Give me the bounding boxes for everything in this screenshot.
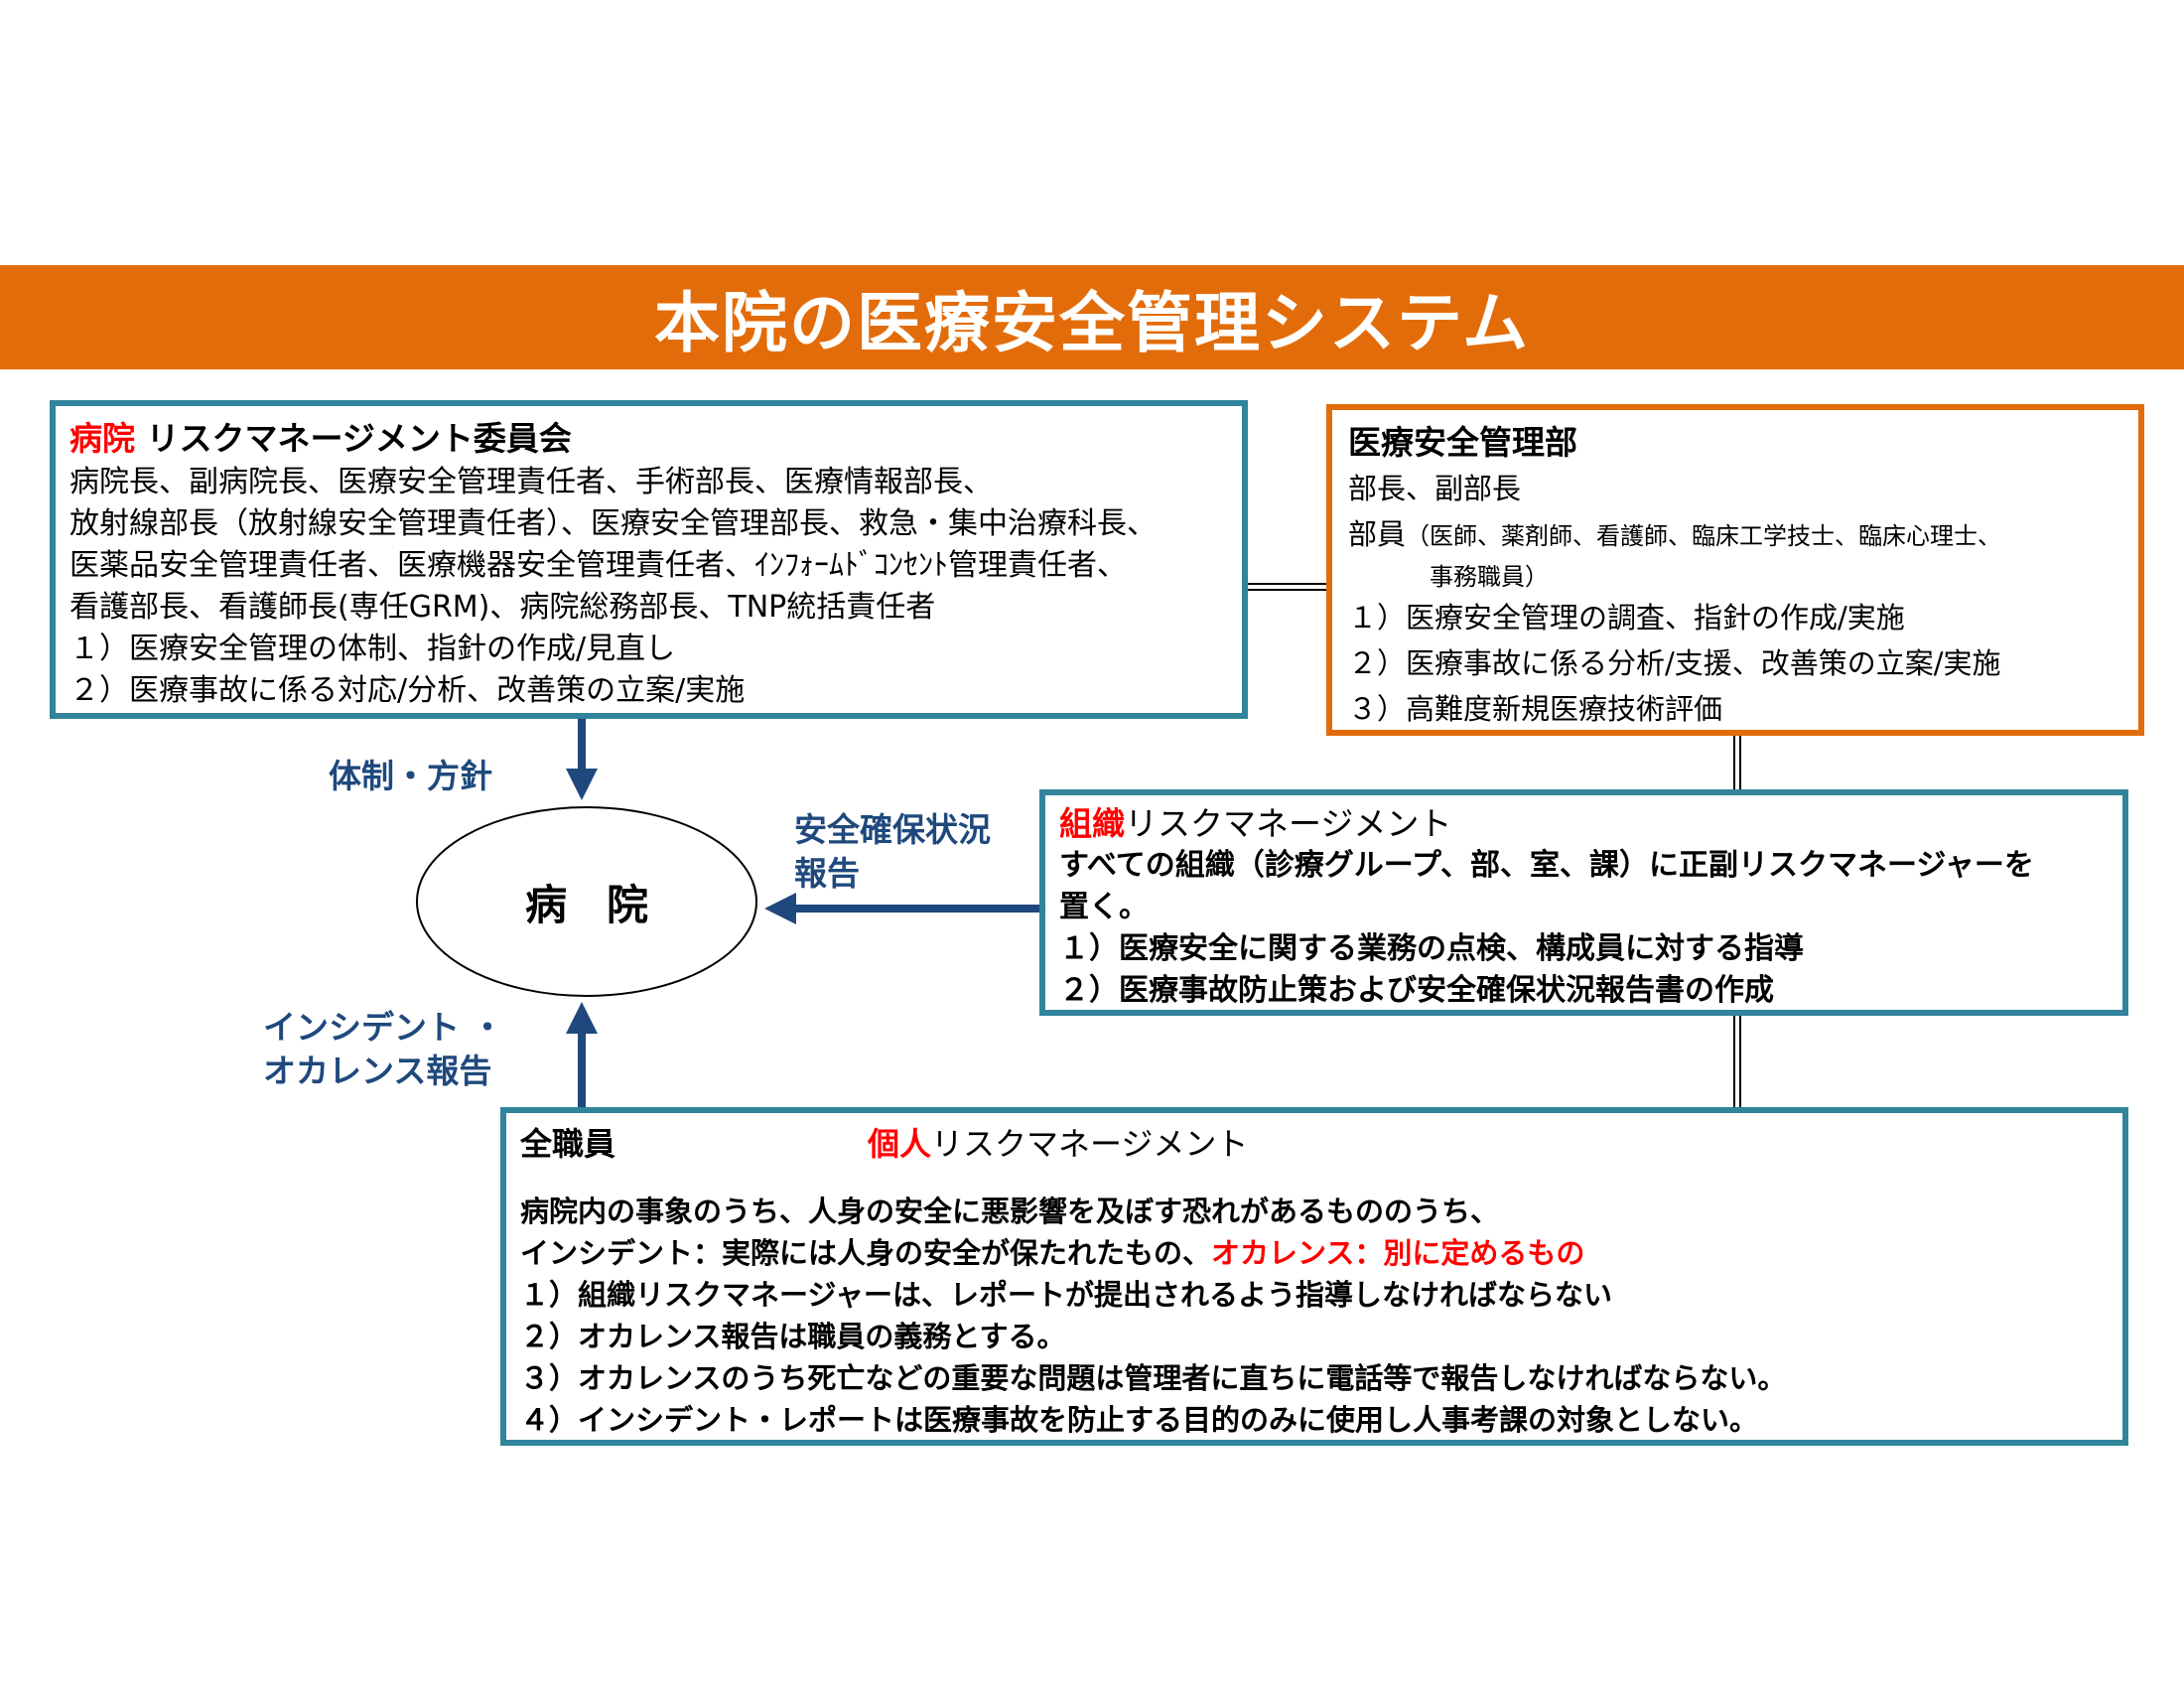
committee-title: リスクマネージメント委員会 (146, 419, 572, 458)
staff-item: １）組織リスクマネージャーは、レポートが提出されるよう指導しなければならない (520, 1278, 1612, 1312)
policy-label: 体制・方針 (329, 757, 492, 795)
incident-label-1: インシデント ・ (263, 1008, 504, 1047)
safety-label-1: 安全確保状況 (794, 810, 991, 849)
dept-members: （医師、薬剤師、看護師、臨床工学技士、臨床心理士、 (1406, 522, 2002, 550)
staff-def: インシデント：実際には人身の安全が保たれたもの、 (520, 1236, 1212, 1270)
hospital-label: 病院 (524, 880, 688, 929)
org-line: すべての組織（診療グループ、部、室、課）に正副リスクマネージャーを (1059, 848, 2034, 883)
staff-def-red: オカレンス：別に定めるもの (1211, 1236, 1585, 1270)
double-line-dept-org (1733, 736, 1741, 789)
dept-line: 部長、副部長 (1348, 472, 1522, 505)
committee-title-red: 病院 (69, 419, 135, 458)
incident-label-2: オカレンス報告 (263, 1052, 492, 1090)
page-title: 本院の医療安全管理システム (653, 284, 1531, 361)
staff-intro: 病院内の事象のうち、人身の安全に悪影響を及ぼす恐れがあるもののうち、 (520, 1195, 1500, 1228)
org-line: 置く。 (1059, 890, 1149, 924)
dept-members-cont: 事務職員） (1430, 563, 1549, 591)
staff-item: ３）オカレンスのうち死亡などの重要な問題は管理者に直ちに電話等で報告しなければな… (520, 1361, 1787, 1395)
committee-line: 看護部長、看護師長(専任GRM)、病院総務部長、TNP統括責任者 (69, 590, 936, 625)
committee-box: 病院 リスクマネージメント委員会 病院長、副病院長、医療安全管理責任者、手術部長… (50, 400, 1248, 719)
staff-title: リスクマネージメント (931, 1125, 1249, 1163)
double-line-committee-dept (1248, 583, 1326, 591)
hospital-ellipse (416, 806, 757, 997)
safety-label-2: 報告 (794, 854, 860, 893)
committee-line: 病院長、副病院長、医療安全管理責任者、手術部長、医療情報部長、 (69, 465, 993, 499)
committee-line: ２）医療事故に係る対応/分析、改善策の立案/実施 (69, 673, 746, 708)
committee-line: 医薬品安全管理責任者、医療機器安全管理責任者、ｲﾝﾌｫｰﾑﾄﾞｺﾝｾﾝﾄ管理責任… (69, 548, 1127, 583)
org-line: １）医療安全に関する業務の点検、構成員に対する指導 (1059, 931, 1804, 966)
dept-box: 医療安全管理部 部長、副部長 部員（医師、薬剤師、看護師、臨床工学技士、臨床心理… (1326, 404, 2144, 736)
dept-item: １）医療安全管理の調査、指針の作成/実施 (1348, 601, 1905, 634)
staff-label: 全職員 (520, 1125, 616, 1163)
staff-item: ４）インシデント・レポートは医療事故を防止する目的のみに使用し人事考課の対象とし… (520, 1403, 1759, 1437)
org-title-red: 組織 (1059, 804, 1125, 843)
committee-line: １）医療安全管理の体制、指針の作成/見直し (69, 632, 676, 666)
org-box: 組織リスクマネージメント すべての組織（診療グループ、部、室、課）に正副リスクマ… (1039, 789, 2128, 1016)
org-line: ２）医療事故防止策および安全確保状況報告書の作成 (1059, 973, 1774, 1008)
staff-item: ２）オカレンス報告は職員の義務とする。 (520, 1320, 1066, 1353)
dept-item: ３）高難度新規医療技術評価 (1348, 692, 1723, 726)
org-title: リスクマネージメント (1125, 804, 1452, 843)
dept-members-label: 部員 (1348, 517, 1407, 551)
committee-line: 放射線部長（放射線安全管理責任者）、医療安全管理部長、救急・集中治療科長、 (69, 506, 1157, 541)
dept-item: ２）医療事故に係る分析/支援、改善策の立案/実施 (1348, 646, 2001, 680)
staff-box: 全職員 個人リスクマネージメント 病院内の事象のうち、人身の安全に悪影響を及ぼす恐… (500, 1107, 2128, 1446)
title-banner: 本院の医療安全管理システム (0, 265, 2184, 369)
staff-title-red: 個人 (868, 1125, 932, 1163)
double-line-org-staff (1733, 1016, 1741, 1107)
dept-title: 医療安全管理部 (1348, 423, 1577, 462)
